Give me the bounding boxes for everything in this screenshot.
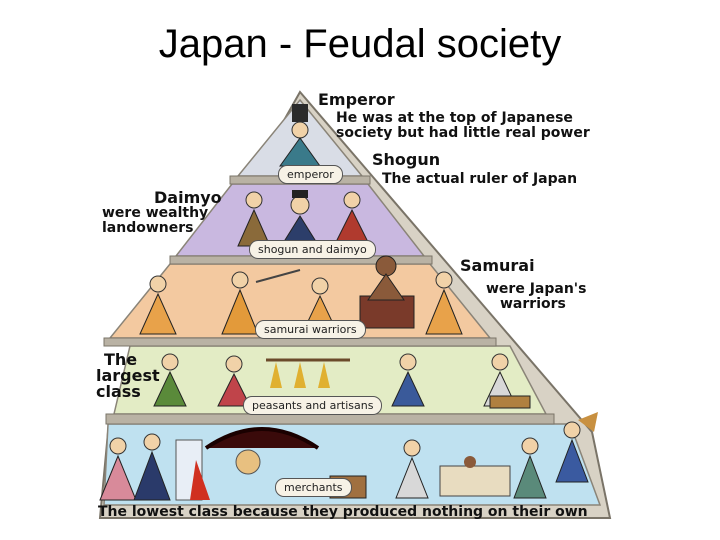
shogun-desc: The actual ruler of Japan [382, 171, 578, 187]
emperor-heading: Emperor [318, 90, 395, 109]
emperor-desc-line2: society but had little real power [336, 125, 590, 141]
stone-ledge-3 [103, 337, 497, 347]
kimono-display [175, 439, 210, 501]
buddha-statue [359, 255, 415, 329]
artisan-figure [217, 355, 251, 407]
peasants-label-line1: The [104, 350, 138, 369]
daimyo-desc-line2: landowners [102, 220, 194, 236]
shogun-heading: Shogun [372, 150, 441, 169]
gate-arch [204, 427, 320, 450]
peasant-figure-2 [391, 353, 425, 407]
merchant-stall [439, 456, 511, 497]
peasants-label-line3: class [96, 382, 141, 401]
merchant-figure-3 [395, 439, 429, 499]
peasant-figure-1 [153, 353, 187, 407]
daimyo-desc-line1: were wealthy [102, 205, 209, 221]
tier-label-samurai: samurai warriors [255, 320, 366, 339]
merchant-figure-2 [133, 433, 171, 501]
merchants-caption: The lowest class because they produced n… [98, 504, 588, 520]
merchant-figure-1 [99, 437, 137, 501]
tier-label-emperor: emperor [278, 165, 343, 184]
samurai-desc-line1: were Japan's [486, 281, 587, 297]
tier-label-peasants-artisans: peasants and artisans [243, 396, 383, 415]
samurai-figure-4 [425, 271, 463, 335]
merchant-figure-5 [555, 412, 598, 483]
samurai-figure-1 [139, 275, 177, 335]
peasant-figure-3 [483, 353, 531, 409]
peasants-label-line2: largest [96, 366, 160, 385]
tier-label-shogun-daimyo: shogun and daimyo [249, 240, 376, 259]
stone-ledge-4 [105, 413, 555, 425]
daimyo-figure-right [333, 191, 371, 247]
merchant-figure-4 [513, 437, 547, 499]
samurai-figure-2 [221, 269, 301, 335]
daimyo-heading: Daimyo [154, 188, 222, 207]
emperor-desc-line1: He was at the top of Japanese [336, 110, 573, 126]
samurai-heading: Samurai [460, 256, 535, 275]
slide-title: Japan - Feudal society [158, 22, 562, 66]
emperor-figure [279, 104, 321, 167]
samurai-desc-line2: warriors [500, 296, 566, 312]
rice-bundles [266, 358, 350, 388]
tier-label-merchants: merchants [275, 478, 352, 497]
